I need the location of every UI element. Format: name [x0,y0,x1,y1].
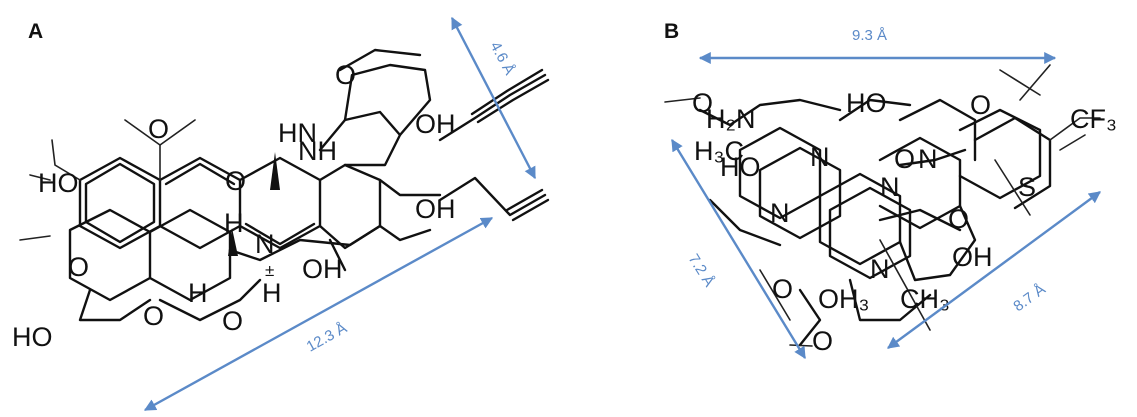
atom-label: N [770,198,790,228]
measure-arrow-7-2 [670,138,807,360]
atom-label: HO [720,152,761,182]
atom-label: CH₃ [900,284,950,314]
panel-b-label: B [664,20,679,43]
measure-label-7-2: 7.2 Å [685,251,718,290]
atom-label: HN [278,118,317,148]
atom-label: O [692,88,713,118]
atom-label: CF₃ [1070,104,1117,134]
atom-label: S [1018,172,1036,202]
atom-label: OH [415,194,456,224]
atom-label: HO [38,168,79,198]
atom-label: H [188,278,208,308]
atom-label: OH₃ [818,284,870,314]
atom-label: O [143,301,164,331]
measure-arrow-4-6 [450,16,537,180]
atom-label: ± [265,261,274,280]
measure-arrow-8-7 [887,191,1101,349]
atom-label: O [225,166,246,196]
atom-label: N [880,172,900,202]
atom-label: N [810,142,830,172]
atom-label: O [948,204,969,234]
panel-a-atom-labels: HO HO O O OH OH OH HN NH H H H N O O O O… [12,60,456,352]
measure-arrow-12-3 [143,216,494,412]
panel-a-structure [19,48,550,322]
measure-label-8-7: 8.7 Å [1010,281,1048,315]
atom-label: NH [298,136,337,166]
atom-label: OH [415,109,456,139]
panel-b: B [664,20,1117,360]
atom-label: O [894,144,915,174]
atom-label: HO [12,322,53,352]
atom-label: O [222,306,243,336]
atom-label: H [262,278,282,308]
measure-label-4-6: 4.6 Å [486,39,517,78]
measure-label-9-3: 9.3 Å [852,27,887,44]
atom-label: O [335,60,356,90]
panel-a: A [12,16,550,412]
atom-label: N [255,229,275,259]
atom-label: O [68,252,89,282]
atom-label: O [772,274,793,304]
atom-label: O [970,90,991,120]
atom-label: H₂N [706,104,755,134]
panel-a-label: A [28,20,43,43]
atom-label: N [870,254,890,284]
atom-label: H [224,208,244,238]
atom-label: OH [952,242,993,272]
atom-label: O [148,114,169,144]
atom-label: OH [302,254,343,284]
measure-label-12-3: 12.3 Å [304,320,350,356]
atom-label: N [918,144,938,174]
atom-label: O [812,326,833,356]
atom-label: HO [846,88,887,118]
